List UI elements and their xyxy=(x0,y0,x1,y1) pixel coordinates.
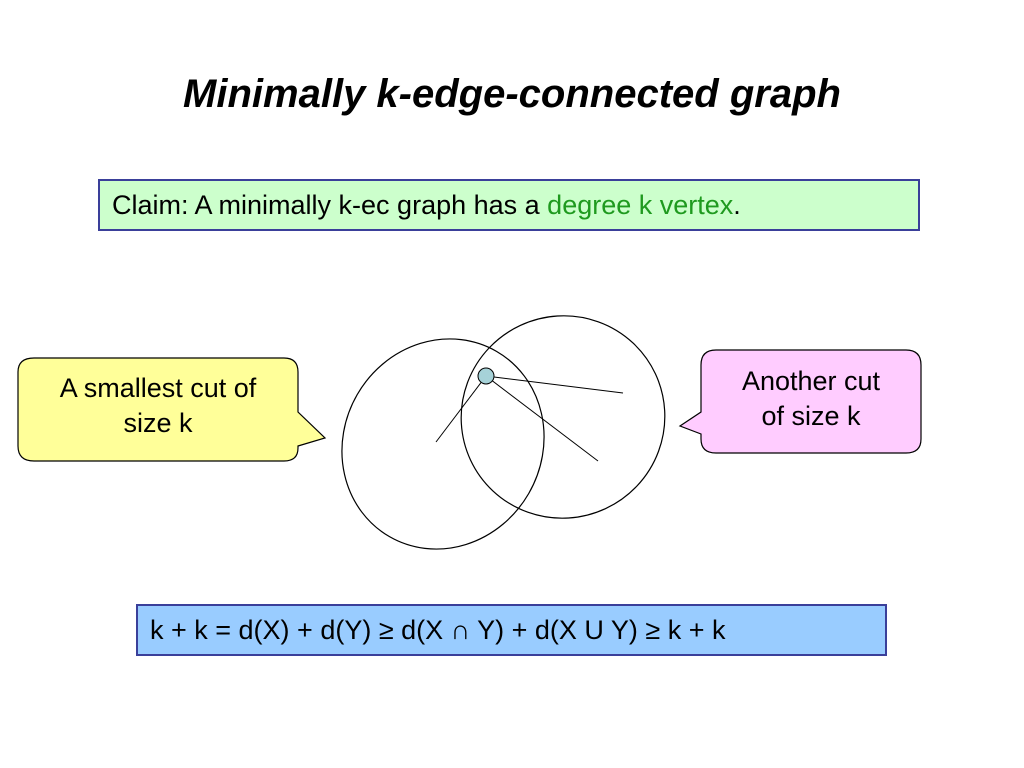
claim-suffix: . xyxy=(733,190,741,220)
callout-left-line1: A smallest cut of xyxy=(59,373,257,403)
edge-line xyxy=(485,375,624,394)
callout-right-line1: Another cut xyxy=(741,366,881,396)
callout-right-bubble xyxy=(678,349,922,454)
callout-left-line2: size k xyxy=(123,408,193,438)
edge-line xyxy=(435,375,487,443)
claim-box: Claim: A minimally k-ec graph has a degr… xyxy=(98,179,920,231)
callout-right-line2: of size k xyxy=(761,401,861,431)
cut-y-ellipse xyxy=(460,315,666,519)
claim-prefix: Claim: A minimally k-ec graph has a xyxy=(112,190,548,220)
cut-x-ellipse xyxy=(341,338,545,550)
callout-right-text: Another cut of size k xyxy=(700,364,922,434)
formula-box: k + k = d(X) + d(Y) ≥ d(X ∩ Y) + d(X U Y… xyxy=(136,604,887,656)
degree-k-vertex xyxy=(477,367,495,385)
callout-left-bubble xyxy=(17,357,327,462)
claim-highlight: degree k vertex xyxy=(547,190,734,220)
edge-line xyxy=(485,375,599,462)
slide-title: Minimally k-edge-connected graph xyxy=(183,72,841,116)
callout-left-text: A smallest cut of size k xyxy=(18,371,298,441)
